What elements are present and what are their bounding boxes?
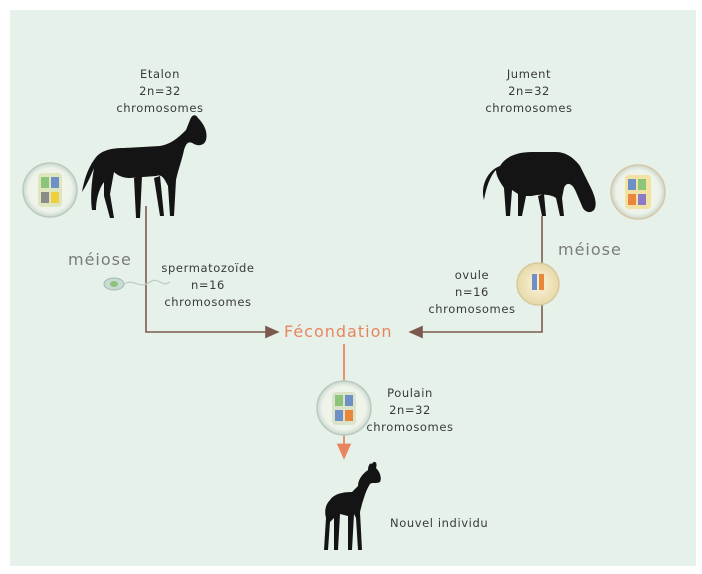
mare-to-fecondation-arrow	[408, 216, 543, 339]
mare-unit: chromosomes	[485, 101, 573, 115]
sperm-cell-icon	[103, 277, 171, 291]
stallion-to-fecondation-arrow	[145, 206, 280, 339]
diagram: Etalon 2n=32 chromosomes Jument 2n=32 ch…	[10, 10, 696, 566]
cell-icon	[22, 162, 78, 218]
foal-icon	[324, 461, 381, 550]
foal-count: 2n=32	[389, 403, 431, 417]
stallion-unit: chromosomes	[116, 101, 204, 115]
egg-unit: chromosomes	[428, 302, 516, 316]
sperm-name: spermatozoïde	[161, 261, 255, 275]
egg-name: ovule	[454, 268, 490, 282]
mare-name: Jument	[506, 67, 552, 81]
mare-count: 2n=32	[508, 84, 550, 98]
mare-label: Jument 2n=32 chromosomes	[474, 66, 584, 117]
egg-label: ovule n=16 chromosomes	[422, 267, 522, 318]
foal-unit: chromosomes	[366, 420, 454, 434]
horse-mare-icon	[482, 152, 596, 216]
fecondation-label: Fécondation	[284, 322, 393, 341]
cell-icon	[316, 380, 372, 436]
meiosis-left-label: méiose	[68, 250, 132, 269]
sperm-label: spermatozoïde n=16 chromosomes	[150, 260, 266, 311]
stallion-count: 2n=32	[139, 84, 181, 98]
stallion-name: Etalon	[140, 67, 180, 81]
meiosis-right-label: méiose	[558, 240, 622, 259]
egg-count: n=16	[455, 285, 489, 299]
new-individual-label: Nouvel individu	[390, 516, 489, 530]
stallion-label: Etalon 2n=32 chromosomes	[110, 66, 210, 117]
egg-cell-icon	[516, 262, 560, 306]
foal-name: Poulain	[387, 386, 433, 400]
foal-label: Poulain 2n=32 chromosomes	[360, 385, 460, 436]
sperm-unit: chromosomes	[164, 295, 252, 309]
cell-icon	[610, 164, 666, 220]
diagram-graphics	[22, 115, 666, 550]
sperm-count: n=16	[191, 278, 225, 292]
horse-stallion-icon	[82, 115, 207, 218]
